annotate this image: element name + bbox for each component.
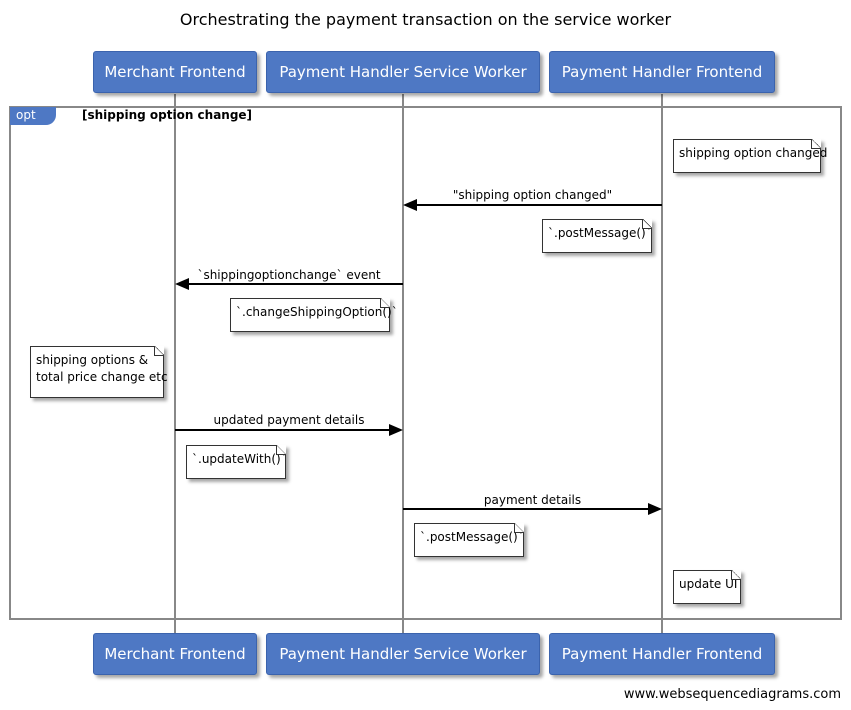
note-update-with: `.updateWith()`	[186, 445, 287, 479]
message-arrow-4	[403, 503, 662, 515]
message-arrow-1	[403, 199, 662, 211]
note-update-ui: update UI	[673, 570, 741, 604]
note-change-shipping-option: `.changeShippingOption()`	[230, 298, 398, 332]
actor-payment-handler-frontend-bottom: Payment Handler Frontend	[549, 633, 775, 675]
actor-payment-handler-frontend-top: Payment Handler Frontend	[549, 51, 775, 93]
message-label-2: `shippingoptionchange` event	[197, 268, 381, 282]
message-label-3: updated payment details	[213, 413, 365, 427]
watermark: www.websequencediagrams.com	[623, 687, 841, 702]
message-label-4: payment details	[483, 493, 582, 507]
note-shipping-option-changed: shipping option changed	[673, 139, 827, 173]
opt-fragment-condition: [shipping option change]	[82, 108, 253, 122]
note-shipping-options-price-change: shipping options & total price change et…	[30, 346, 168, 398]
message-arrow-3	[175, 424, 403, 436]
message-label-1: "shipping option changed"	[452, 188, 613, 202]
actor-merchant-frontend-top: Merchant Frontend	[93, 51, 257, 93]
actor-payment-handler-service-worker-bottom: Payment Handler Service Worker	[266, 633, 540, 675]
opt-fragment-frame	[9, 106, 842, 620]
note-post-message-2: `.postMessage()`	[414, 523, 524, 557]
actor-merchant-frontend-bottom: Merchant Frontend	[93, 633, 257, 675]
actor-payment-handler-service-worker-top: Payment Handler Service Worker	[266, 51, 540, 93]
opt-fragment-tag: opt	[10, 107, 56, 125]
diagram-title: Orchestrating the payment transaction on…	[179, 10, 672, 29]
message-arrow-2	[175, 278, 403, 290]
note-post-message-1: `.postMessage()`	[542, 219, 652, 253]
